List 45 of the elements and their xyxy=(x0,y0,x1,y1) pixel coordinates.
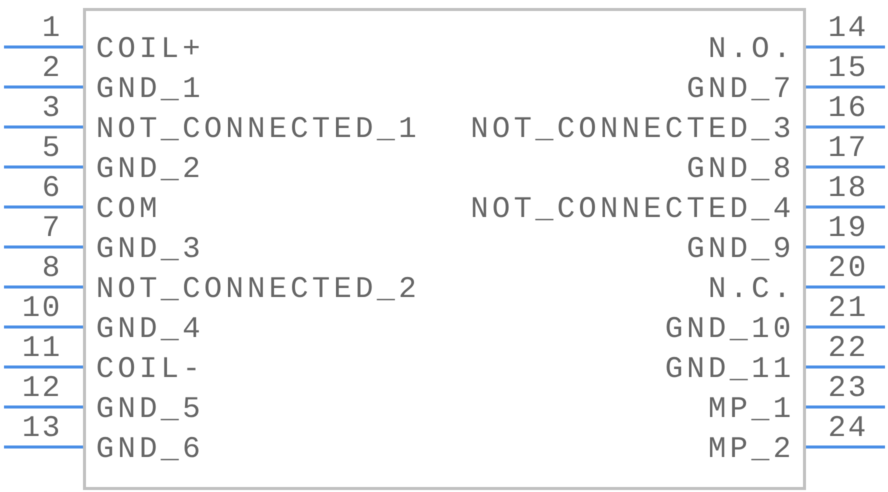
pin-name: GND_8 xyxy=(686,152,795,188)
pin-number: 13 xyxy=(22,413,62,445)
pin-name: GND_5 xyxy=(96,392,204,428)
pin-name: COIL- xyxy=(96,352,204,388)
pin-name: GND_7 xyxy=(686,72,795,108)
pin-number: 1 xyxy=(42,13,62,45)
pin-number: 22 xyxy=(828,333,868,365)
pin-number: 14 xyxy=(828,13,868,45)
component-body xyxy=(83,8,806,490)
pin-number: 21 xyxy=(828,293,868,325)
pin-name: GND_3 xyxy=(96,232,204,268)
pin-number: 18 xyxy=(828,173,868,205)
pin-number: 2 xyxy=(42,53,62,85)
pin-number: 11 xyxy=(22,333,62,365)
pin-name: COIL+ xyxy=(96,32,204,68)
pin-number: 10 xyxy=(22,293,62,325)
pin-number: 7 xyxy=(42,213,62,245)
pin-number: 6 xyxy=(42,173,62,205)
pin-number: 19 xyxy=(828,213,868,245)
pin-name: MP_2 xyxy=(708,432,795,468)
pin-name: N.C. xyxy=(708,272,795,308)
pin-name: COM xyxy=(96,192,161,228)
pin-name: MP_1 xyxy=(708,392,795,428)
pin-number: 8 xyxy=(42,253,62,285)
pin-number: 24 xyxy=(828,413,868,445)
pin-name: GND_10 xyxy=(664,312,795,348)
pin-name: GND_6 xyxy=(96,432,204,468)
pin-number: 23 xyxy=(828,373,868,405)
pin-name: GND_1 xyxy=(96,72,204,108)
pin-name: NOT_CONNECTED_2 xyxy=(96,272,420,308)
pin-name: N.O. xyxy=(708,32,795,68)
pin-number: 5 xyxy=(42,133,62,165)
pin-name: NOT_CONNECTED_3 xyxy=(470,112,795,148)
pin-number: 16 xyxy=(828,93,868,125)
pin-name: GND_9 xyxy=(686,232,795,268)
pin-name: GND_4 xyxy=(96,312,204,348)
pin-name: NOT_CONNECTED_4 xyxy=(470,192,795,228)
pin-number: 3 xyxy=(42,93,62,125)
pin-name: NOT_CONNECTED_1 xyxy=(96,112,420,148)
pin-number: 20 xyxy=(828,253,868,285)
pin-number: 15 xyxy=(828,53,868,85)
pin-number: 17 xyxy=(828,133,868,165)
pin-name: GND_2 xyxy=(96,152,204,188)
pin-name: GND_11 xyxy=(664,352,795,388)
pin-number: 12 xyxy=(22,373,62,405)
